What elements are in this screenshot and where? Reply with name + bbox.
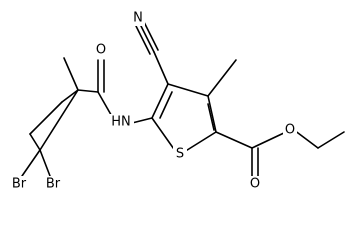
bond-br-right [39,149,51,177]
structure-svg: N O HN S O O Br Br [8,10,345,192]
bond-cp-ring-right [39,89,79,151]
label-bg-br-right [42,176,64,192]
thiophene-sulfur-label: S [176,147,184,162]
label-bg-n [131,10,145,26]
bond-cp-ring-bottom [29,133,41,151]
amide-oxygen-label: O [96,43,106,58]
bond-thio-c2-s [183,131,217,153]
bond-ethyl-ch3 [317,131,345,149]
label-bg-s [173,146,187,162]
bond-thio-methyl [207,59,237,97]
bond-nitrile-triple-2 [135,25,151,55]
bond-cp-methyl [63,57,79,91]
bond-ester-single [251,131,287,149]
bond-nitrile-triple-3 [143,21,159,51]
label-bg-br-left [8,176,30,192]
bond-thio-double-a [159,91,173,119]
bromine-left-label: Br [12,177,27,192]
ester-double-oxygen-label: O [250,177,260,192]
bond-thio-s-c5 [151,117,177,153]
amine-nh-label: HN [111,115,131,130]
label-bg-ester-o-single [283,122,297,138]
molecule-diagram: N O HN S O O Br Br [8,10,345,192]
bond-nitrile-single [153,51,169,85]
label-bg-amide-o [94,42,108,58]
nitrile-nitrogen-label: N [133,11,143,26]
bond-cp-carbonyl [77,89,99,93]
bond-cp-ring-left [29,101,63,135]
label-bg-nh [108,114,134,130]
bond-thio-double-b [207,103,215,131]
bond-cp-ring-top [61,89,79,103]
ester-single-oxygen-label: O [285,123,295,138]
bond-ethyl-ch2 [293,129,319,149]
bond-thio-c3-c2 [207,95,217,133]
bond-thio-c4-c3 [167,83,209,97]
bromine-right-label: Br [46,177,61,192]
bond-thio-c5-c4 [151,83,169,119]
label-bg-ester-o-double [248,176,262,192]
bond-br-left [21,149,41,177]
bond-nitrile-triple-1 [139,23,155,53]
bond-ester-c [215,131,253,149]
